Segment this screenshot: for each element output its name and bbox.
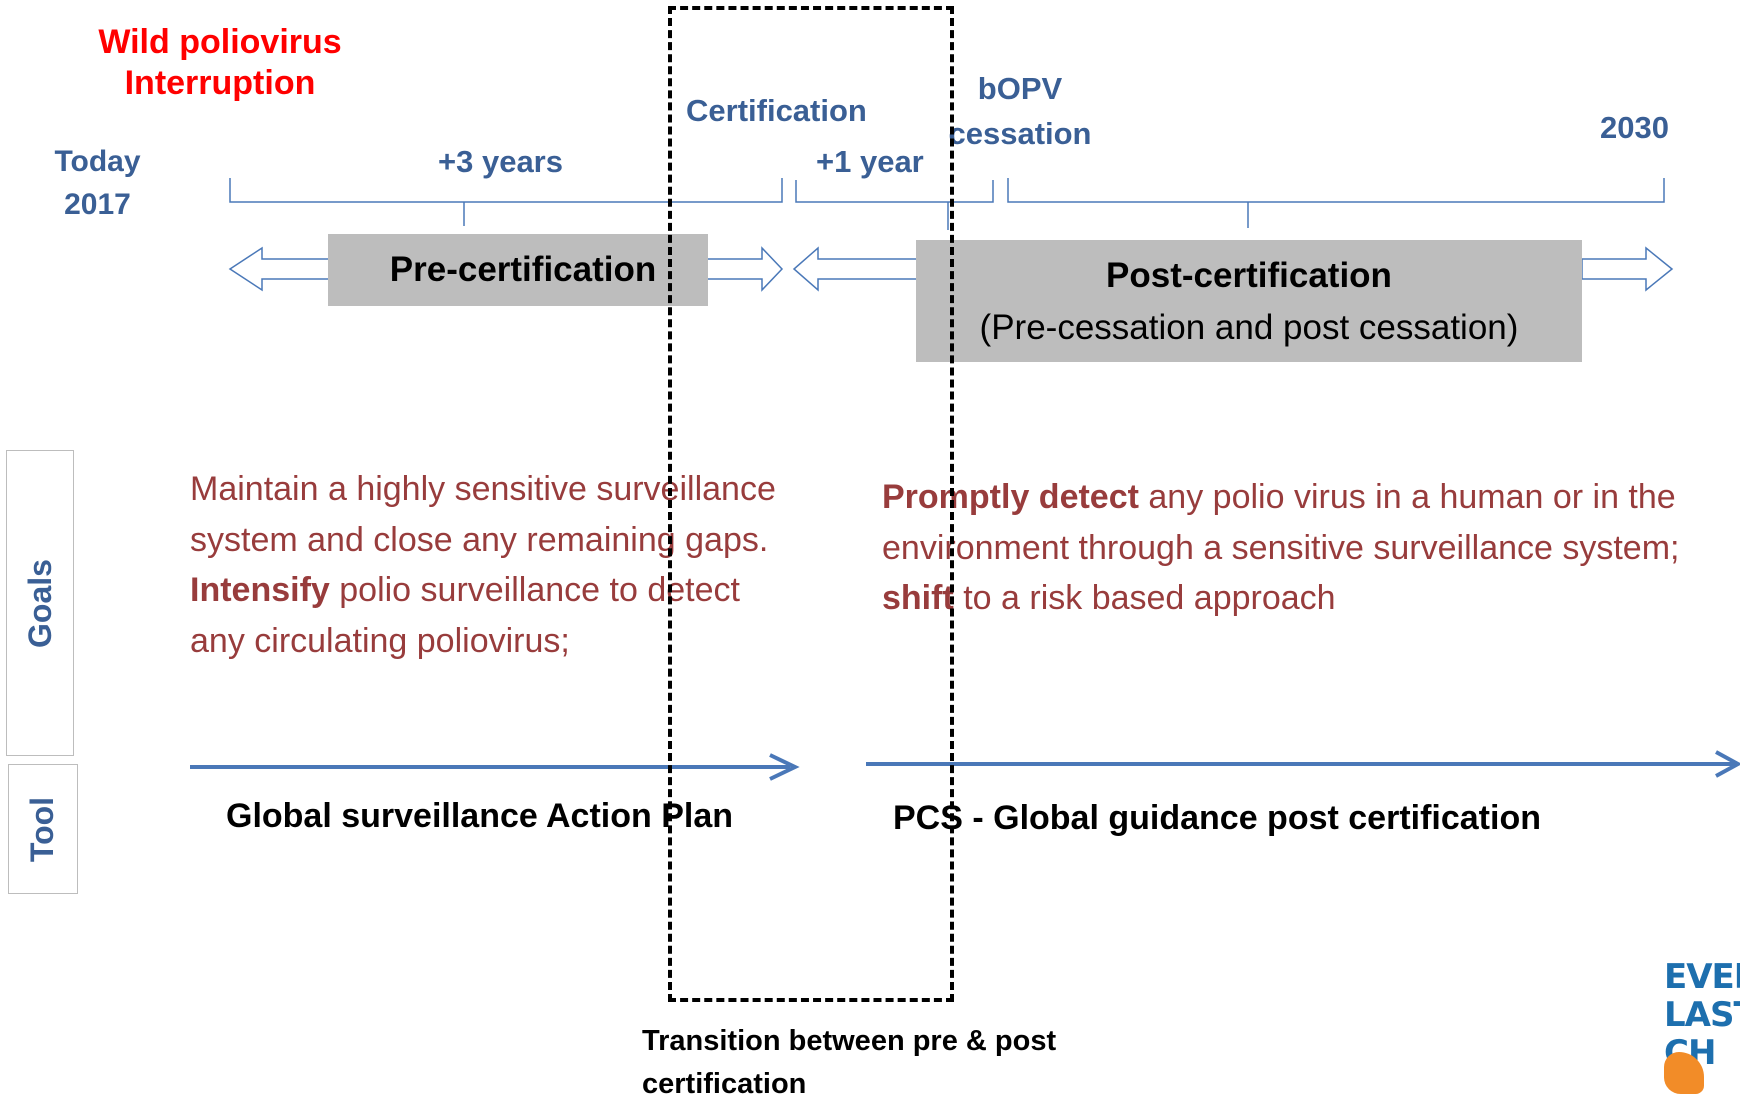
post-certification-box: Post-certification (Pre-cessation and po… [916, 240, 1582, 362]
arrow-pre-left [228, 246, 331, 292]
bracket-plus1 [795, 180, 994, 230]
arrow-pre-right [705, 246, 784, 292]
goal-left-emphasis: Intensify [190, 571, 330, 609]
pre-certification-label: Pre-certification [389, 250, 657, 289]
goal-right-emphasis2: shift [882, 579, 954, 617]
tool-side-label: Tool [24, 796, 61, 862]
today-label: Today 2017 [54, 145, 141, 221]
goal-right-emphasis1: Promptly detect [882, 478, 1139, 516]
tool-left-label: Global surveillance Action Plan [226, 797, 733, 835]
plus1-year-label: +1 year [816, 144, 924, 179]
wild-polio-title: Wild poliovirus Interruption [98, 23, 342, 103]
transition-caption: Transition between pre & post certificat… [642, 1025, 1057, 1100]
bracket-plus3 [229, 178, 783, 226]
goals-side-label: Goals [21, 558, 58, 648]
bracket-post [1007, 178, 1665, 228]
year-2030-label: 2030 [1600, 110, 1669, 145]
tool-right-label: PCS - Global guidance post certification [893, 799, 1541, 837]
goal-right-part2: to a risk based approach [953, 579, 1336, 617]
pre-certification-box: Pre-certification [328, 234, 708, 306]
arrow-post-right [1581, 246, 1674, 292]
every-last-child-logo: EVERY LAST CH [1660, 956, 1740, 1103]
goal-right-part1: any polio virus in a human or in the env… [882, 478, 1680, 567]
plus3-years-label: +3 years [438, 144, 563, 179]
post-certification-sublabel: (Pre-cessation and post cessation) [979, 308, 1519, 347]
goal-right-text: Promptly detect any polio virus in a hum… [882, 472, 1732, 624]
goal-left-part2: polio surveillance to detect any circula… [190, 571, 740, 660]
post-certification-label: Post-certification [1106, 256, 1392, 295]
logo-figure-icon [1664, 1052, 1704, 1094]
arrow-post-left [792, 246, 919, 292]
certification-label: Certification [686, 93, 867, 128]
goals-side-box: Goals [6, 450, 74, 756]
transition-dashed-box [668, 6, 954, 1002]
bopv-cessation-label: bOPV cessation [948, 71, 1092, 151]
tool-side-box: Tool [8, 764, 78, 894]
tool-arrow-right-head [1715, 750, 1740, 778]
tool-arrow-left-head [769, 753, 800, 781]
